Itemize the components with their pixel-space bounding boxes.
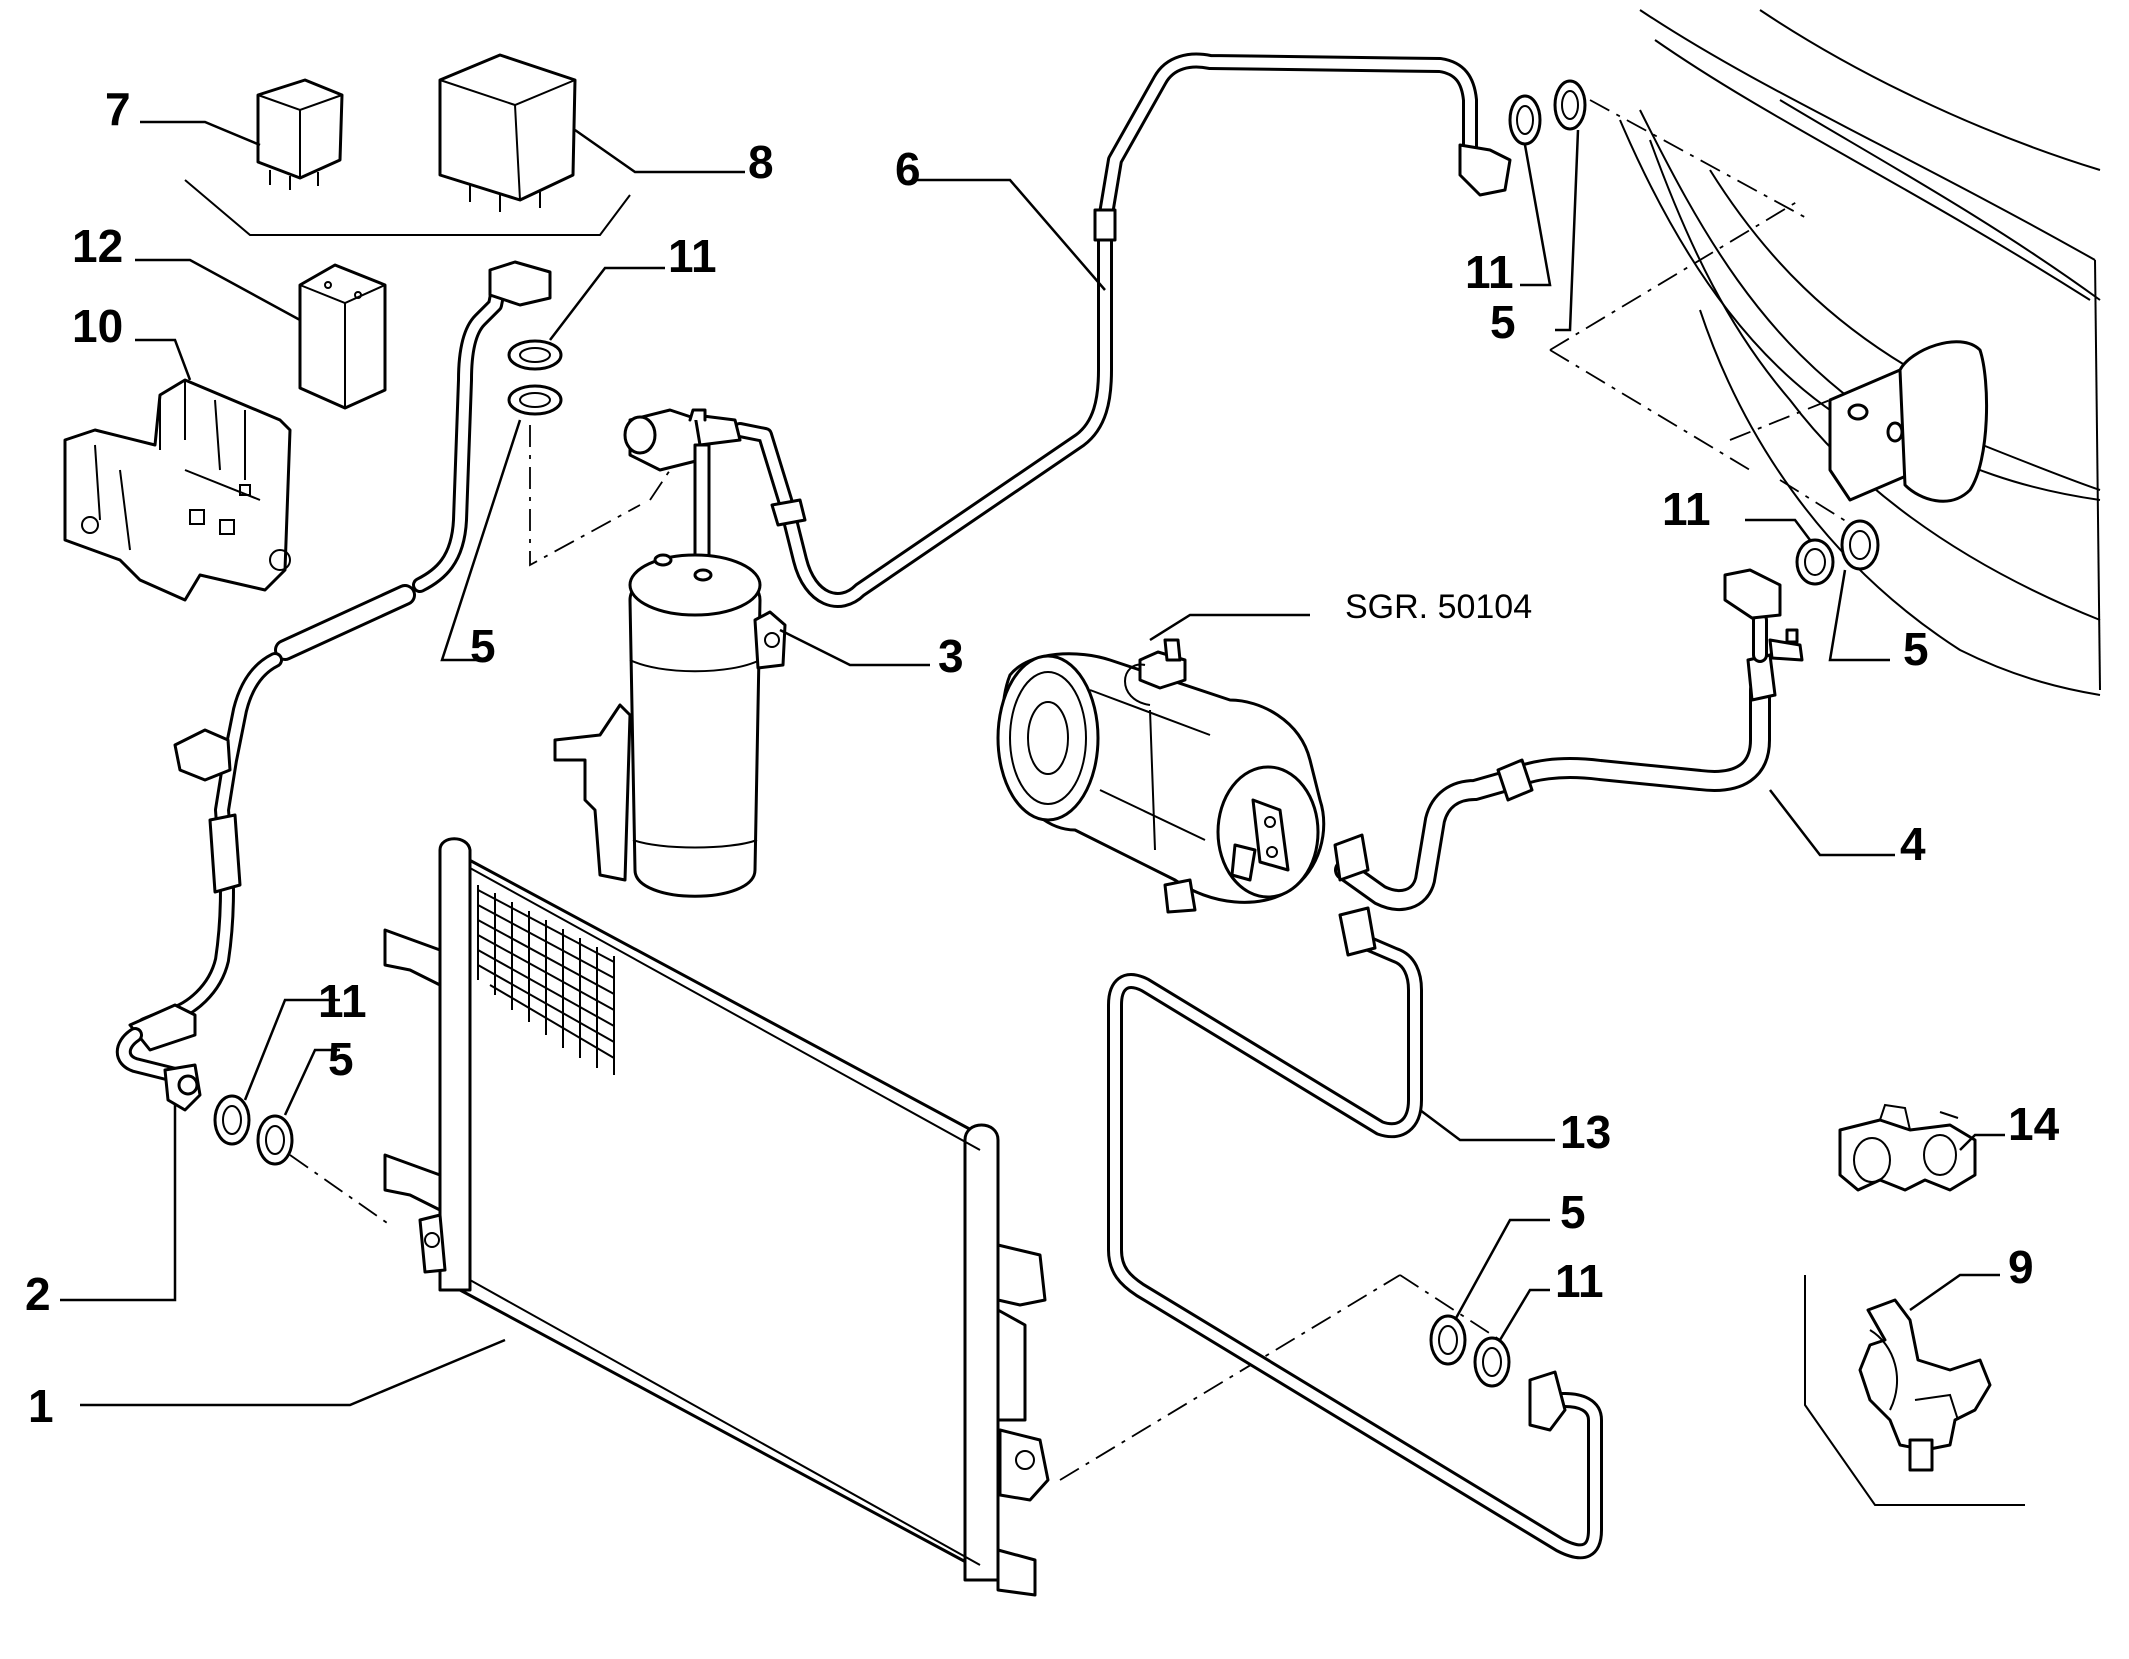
callout-11-top: 11: [1465, 246, 1514, 298]
callout-5-bottom: 5: [1560, 1186, 1586, 1238]
clip-9: [1804, 1275, 2025, 1506]
pipe-13: [1107, 906, 1603, 1560]
callout-10: 10: [72, 300, 123, 352]
seal-11-mid: [507, 339, 563, 371]
seal-5-left: [256, 1114, 294, 1166]
clip-14: [1838, 1103, 1977, 1192]
callout-3: 3: [938, 630, 964, 682]
seal-5-top: [1553, 79, 1587, 131]
callout-5-left: 5: [328, 1033, 354, 1085]
seal-5-right: [1840, 519, 1880, 571]
callout-labels: 7 8 12 10 11 5 3 6 11 5 SGR. 50104 11 5 …: [25, 83, 2060, 1432]
callout-14: 14: [2008, 1098, 2060, 1150]
relay-group-bracket-line: [184, 179, 631, 236]
seal-11-top: [1508, 94, 1542, 146]
compressor: [996, 638, 1326, 914]
callout-6: 6: [895, 143, 921, 195]
callout-11-mid: 11: [668, 230, 717, 282]
seal-5-mid: [507, 384, 563, 416]
seal-11-right: [1795, 538, 1835, 586]
callout-5-top: 5: [1490, 296, 1516, 348]
callout-11-right: 11: [1662, 483, 1711, 535]
relay-8: [438, 53, 577, 212]
callout-9: 9: [2008, 1241, 2034, 1293]
seal-11-bottom: [1473, 1336, 1511, 1388]
callout-12: 12: [72, 220, 123, 272]
seal-5-bottom: [1429, 1314, 1467, 1366]
leader-lines: [60, 120, 2005, 1407]
callout-5-mid: 5: [470, 620, 496, 672]
callout-8: 8: [748, 136, 774, 188]
vehicle-body-outline: [1549, 9, 2101, 696]
callout-11-bottom: 11: [1555, 1255, 1604, 1307]
callout-4: 4: [1900, 818, 1926, 870]
seals: [213, 79, 1880, 1388]
pipe-6: [732, 52, 1512, 608]
callout-1: 1: [28, 1380, 54, 1432]
receiver-drier-3: [553, 408, 787, 898]
seal-11-left: [213, 1094, 251, 1146]
relay-7: [256, 78, 344, 190]
condenser-fins: [477, 885, 615, 1075]
reference-group-label: SGR. 50104: [1345, 588, 1532, 626]
callout-11-left: 11: [318, 975, 367, 1027]
assembly-dashed-lines: [289, 425, 1501, 1481]
callout-5-right: 5: [1903, 623, 1929, 675]
callout-13: 13: [1560, 1106, 1611, 1158]
callout-2: 2: [25, 1268, 51, 1320]
condenser-1: [383, 837, 1050, 1597]
callout-7: 7: [105, 83, 131, 135]
hose-4: [1333, 568, 1804, 911]
bracket-10: [63, 378, 292, 602]
relay-12: [298, 263, 387, 410]
hose-2: [115, 260, 552, 1112]
